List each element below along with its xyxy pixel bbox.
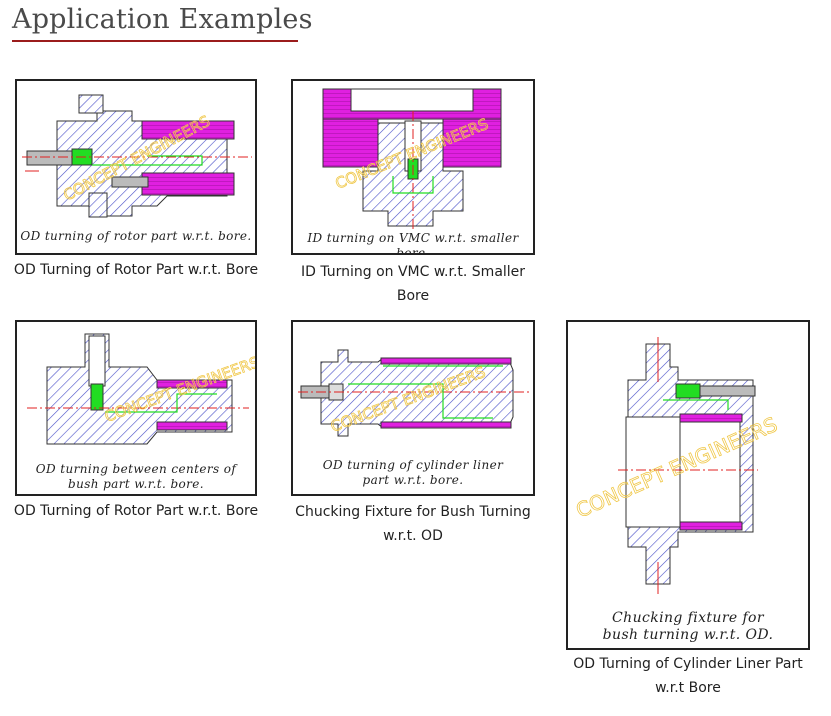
drawing-caption: ID turning on VMC w.r.t. smaller bore. [307, 231, 519, 255]
example-label-4: Chucking Fixture for Bush Turning w.r.t.… [295, 504, 531, 544]
page-title: Application Examples [12, 4, 313, 35]
drawing-caption: OD turning between centers of bush part … [35, 462, 237, 491]
bush-centers-drawing: CONCEPT ENGINEERS [27, 333, 255, 445]
example-card-3: CONCEPT ENGINEERS OD turning between cen… [15, 320, 257, 496]
example-card-1: CONCEPT ENGINEERS OD turning of rotor pa… [15, 79, 257, 255]
example-label-2: ID Turning on VMC w.r.t. Smaller Bore [300, 264, 526, 304]
cylinder-liner-drawing: CONCEPT ENGINEERS [298, 349, 529, 437]
example-card-2: CONCEPT ENGINEERS ID turning on VMC w.r.… [291, 79, 535, 255]
title-underline [12, 40, 298, 42]
example-card-4: CONCEPT ENGINEERS OD turning of cylinder… [291, 320, 535, 496]
drawing-caption: OD turning of cylinder liner part w.r.t.… [322, 458, 504, 487]
drawing-caption: Chucking fixture for bush turning w.r.t.… [602, 610, 774, 643]
chucking-fixture-drawing: CONCEPT ENGINEERS [572, 337, 781, 594]
example-card-5: CONCEPT ENGINEERS Chucking fixture for b… [566, 320, 810, 650]
vmc-id-drawing: CONCEPT ENGINEERS [322, 88, 502, 231]
example-label-5: OD Turning of Cylinder Liner Part w.r.t … [573, 656, 803, 696]
drawing-caption: OD turning of rotor part w.r.t. bore. [20, 229, 252, 243]
example-label-3: OD Turning of Rotor Part w.r.t. Bore [13, 503, 259, 519]
rotor-od-drawing: CONCEPT ENGINEERS [22, 94, 252, 218]
example-label-1: OD Turning of Rotor Part w.r.t. Bore [13, 262, 259, 278]
